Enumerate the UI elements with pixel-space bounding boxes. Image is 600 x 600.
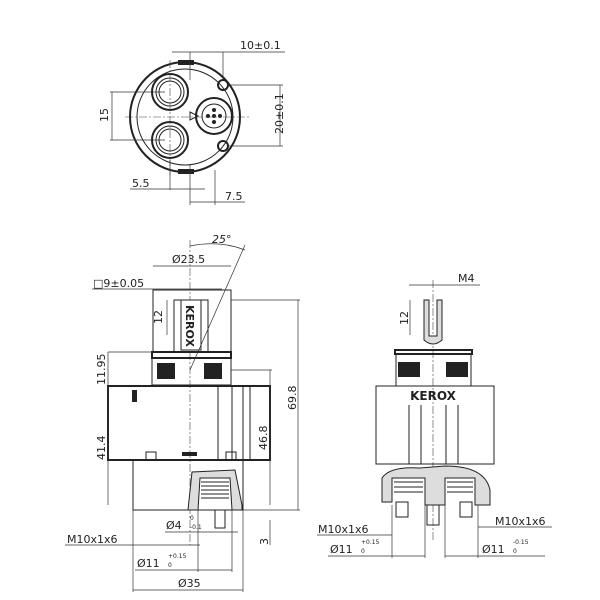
side-view: KEROX M4 12 M10x1x6 M10x1x6 Ø11 +0.15 0 … bbox=[317, 272, 552, 558]
body-side bbox=[375, 385, 495, 465]
dim-square: □9±0.05 bbox=[93, 277, 144, 290]
dim-collar-height: 11.95 bbox=[95, 354, 108, 386]
grip-right bbox=[204, 363, 222, 379]
grip-right-side bbox=[446, 362, 468, 377]
dim-hole-spacing: 20±0.1 bbox=[273, 93, 286, 134]
front-view: KEROX 25° Ø23.5 □9±0.05 12 11.95 41.4 46… bbox=[65, 233, 300, 592]
dim-port-left-tol-lower: 0 bbox=[361, 548, 365, 555]
dim-stem-height: 12 bbox=[152, 310, 165, 324]
dim-port-right-tol-upper: -0.15 bbox=[513, 539, 529, 546]
brand-logo-front: KEROX bbox=[183, 305, 196, 347]
dim-thread-right: M10x1x6 bbox=[495, 515, 546, 528]
dim-port-right-tol-lower: 0 bbox=[513, 548, 517, 555]
dim-mid-height: 46.8 bbox=[257, 426, 270, 451]
dim-angle: 25° bbox=[212, 233, 232, 246]
thread-section-side bbox=[381, 465, 491, 506]
dim-pin-tol-lower: -0.1 bbox=[190, 524, 202, 531]
dim-thread-top: M4 bbox=[458, 272, 475, 285]
grip-left-side bbox=[398, 362, 420, 377]
dim-total-height: 69.8 bbox=[286, 386, 299, 411]
dim-offset: 10±0.1 bbox=[240, 39, 281, 52]
dim-diameter-top: Ø23.5 bbox=[172, 253, 205, 266]
notch-top bbox=[178, 60, 194, 65]
dim-pin-tol-upper: 0 bbox=[190, 515, 194, 522]
dim-height: 15 bbox=[98, 108, 111, 122]
dim-left: 5.5 bbox=[132, 177, 150, 190]
dim-thread-left: M10x1x6 bbox=[318, 523, 369, 536]
top-view: 10±0.1 15 20±0.1 5.5 7.5 bbox=[98, 39, 286, 205]
stem-thread-section bbox=[423, 299, 443, 345]
grip-left bbox=[157, 363, 175, 379]
dim-pin: Ø4 bbox=[166, 519, 182, 532]
dim-port-tol-upper: +0.15 bbox=[168, 553, 187, 560]
dim-stem-height-side: 12 bbox=[398, 311, 411, 325]
brand-logo-side: KEROX bbox=[410, 389, 457, 403]
notch-bottom bbox=[178, 169, 194, 174]
dim-right: 7.5 bbox=[225, 190, 243, 203]
dim-body-diameter: Ø35 bbox=[178, 577, 201, 590]
dim-port-right: Ø11 bbox=[482, 543, 505, 556]
outlet-port bbox=[195, 97, 233, 135]
pin-side bbox=[426, 504, 440, 526]
dim-thread: M10x1x6 bbox=[67, 533, 118, 546]
dim-body-height: 41.4 bbox=[95, 436, 108, 461]
dim-pin-length: 3 bbox=[258, 538, 271, 545]
dim-port-left: Ø11 bbox=[330, 543, 353, 556]
thread-section bbox=[187, 469, 243, 511]
pin bbox=[214, 509, 226, 529]
dim-port-left-tol-upper: +0.15 bbox=[361, 539, 380, 546]
dim-port-tol-lower: 0 bbox=[168, 562, 172, 569]
body-lower bbox=[132, 459, 244, 511]
dim-port: Ø11 bbox=[137, 557, 160, 570]
